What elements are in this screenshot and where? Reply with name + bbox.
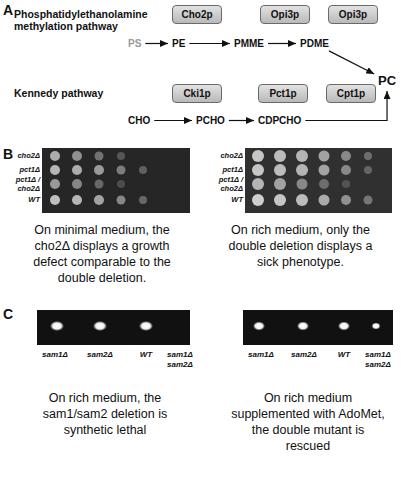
node-text: Opi3p	[271, 9, 299, 20]
strain-label: pct1Δ	[0, 166, 40, 175]
panel-caption: On rich medium supplemented with AdoMet,…	[228, 390, 388, 454]
panel-caption: On minimal medium, the cho2Δ displays a …	[22, 222, 182, 286]
node-text: Pct1p	[269, 88, 296, 99]
strain-label: pct1Δ	[203, 166, 243, 175]
enzyme-box: Opi3p	[260, 5, 310, 24]
metabolite: PE	[170, 37, 187, 50]
gel-adomet	[243, 310, 393, 345]
metabolite: PC	[376, 72, 398, 89]
lane-label: sam1Δ	[244, 350, 278, 360]
panel-letter: C	[3, 306, 13, 322]
reaction-arrow	[189, 43, 230, 44]
lane-label: WT	[135, 350, 157, 360]
metabolite: CHO	[126, 114, 152, 127]
node-text: Opi3p	[339, 9, 367, 20]
strain-label: cho2Δ	[203, 152, 243, 161]
metabolite: PDME	[298, 37, 331, 50]
reaction-arrow	[229, 120, 254, 121]
metabolite: PCHO	[194, 114, 227, 127]
pathway-name: Phosphatidylethanolamine methylation pat…	[14, 8, 164, 32]
lane-label: sam1Δ	[38, 350, 72, 360]
strain-label: WT	[203, 196, 243, 205]
reaction-arrow	[145, 43, 168, 44]
metabolite: CDPCHO	[256, 114, 303, 127]
rich-plate	[245, 148, 392, 213]
minimal-plate	[42, 148, 190, 213]
enzyme-box: Cki1p	[172, 84, 222, 103]
metabolite: PS	[126, 37, 143, 50]
panel-caption: On rich medium, only the double deletion…	[218, 222, 383, 270]
enzyme-box: Opi3p	[328, 5, 378, 24]
panel-caption: On rich medium, the sam1/sam2 deletion i…	[20, 390, 190, 438]
enzyme-box: Cpt1p	[326, 84, 376, 103]
enzyme-box: Pct1p	[258, 84, 308, 103]
node-text: Cho2p	[181, 9, 212, 20]
metabolite: PMME	[232, 37, 266, 50]
reaction-arrow	[154, 120, 192, 121]
node-text: Cpt1p	[337, 88, 365, 99]
node-text: CHO	[128, 115, 150, 126]
panel-letter: B	[3, 146, 13, 162]
pathway-name: Kennedy pathway	[14, 87, 164, 99]
node-text: PE	[172, 38, 185, 49]
strain-label: WT	[0, 196, 40, 205]
node-text: PS	[128, 38, 141, 49]
lane-label: sam1Δ sam2Δ	[164, 350, 196, 370]
node-text: PC	[378, 73, 396, 88]
node-text: CDPCHO	[258, 115, 301, 126]
lane-label: WT	[333, 350, 355, 360]
node-text: PCHO	[196, 115, 225, 126]
node-text: Cki1p	[183, 88, 210, 99]
reaction-arrow	[329, 51, 374, 74]
lane-label: sam2Δ	[287, 350, 321, 360]
lane-label: sam1Δ sam2Δ	[362, 350, 394, 370]
lane-label: sam2Δ	[83, 350, 117, 360]
node-text: PDME	[300, 38, 329, 49]
gel-rich	[37, 310, 190, 345]
node-text: PMME	[234, 38, 264, 49]
strain-label: pct1Δ / cho2Δ	[203, 176, 243, 193]
strain-label: pct1Δ / cho2Δ	[0, 176, 40, 193]
strain-label: cho2Δ	[0, 152, 40, 161]
enzyme-box: Cho2p	[172, 5, 222, 24]
panel-letter: A	[3, 2, 13, 18]
reaction-arrow	[268, 43, 296, 44]
